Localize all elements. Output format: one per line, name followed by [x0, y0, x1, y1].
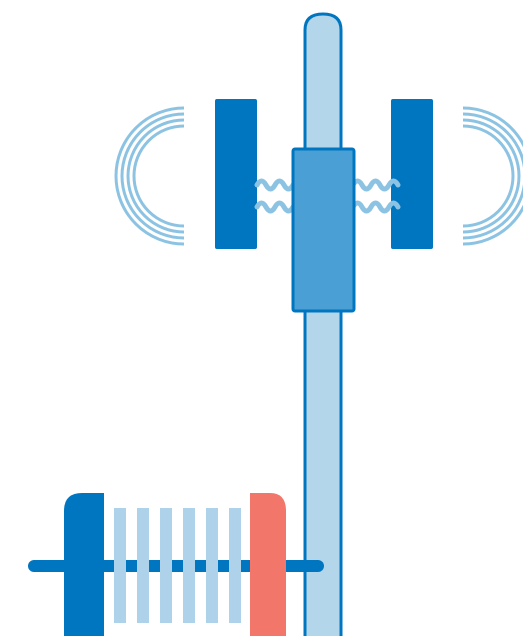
signal-waves-right-icon — [462, 106, 523, 246]
battery-cell — [114, 508, 126, 623]
signal-waves-left-icon — [114, 106, 185, 246]
battery-cells — [114, 508, 241, 623]
battery-terminal-positive — [250, 493, 286, 636]
signal-wave-right-ring — [462, 106, 523, 246]
battery-cell — [183, 508, 195, 623]
signal-wave-left-ring — [120, 112, 185, 240]
tower-pole — [303, 12, 343, 636]
battery-terminal-negative — [64, 493, 104, 636]
coil-right-lower — [350, 200, 401, 214]
battery-cell — [206, 508, 218, 623]
battery-cell — [137, 508, 149, 623]
signal-wave-left-ring — [126, 118, 185, 234]
antenna-panel-right — [391, 99, 433, 249]
signal-wave-left-ring — [114, 106, 185, 246]
battery-cell — [229, 508, 241, 623]
battery-icon — [28, 493, 324, 636]
antenna-panel-left — [215, 99, 257, 249]
antenna-hub — [291, 147, 356, 313]
signal-wave-right-ring — [462, 118, 521, 234]
signal-wave-left-ring — [132, 124, 185, 228]
signal-wave-right-ring — [462, 112, 523, 240]
coil-right-upper — [350, 178, 401, 192]
battery-cell — [160, 508, 172, 623]
cell-tower-icon — [215, 12, 433, 636]
signal-wave-right-ring — [462, 124, 515, 228]
